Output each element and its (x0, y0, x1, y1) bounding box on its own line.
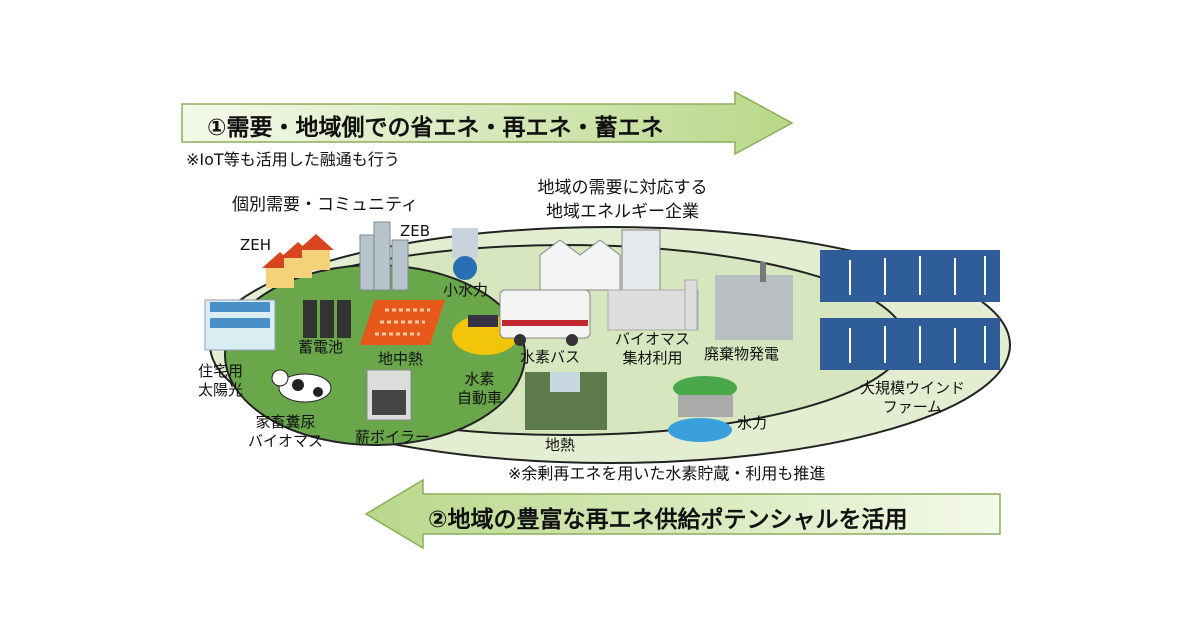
bottom-arrow-shape (364, 478, 1001, 550)
label-ground-heat: 地中熱 (378, 350, 424, 368)
label-biomass: バイオマス 集材利用 (615, 330, 690, 368)
label-zeh: ZEH (240, 236, 272, 254)
label-wind-farm: 大規模ウインド ファーム (860, 379, 965, 417)
community-heading: 個別需要・コミュニティ (232, 195, 418, 215)
wood-boiler-icon (366, 369, 412, 421)
label-wind-line2: ファーム (882, 398, 943, 416)
wind-farm-icon (820, 250, 1000, 370)
label-solar-line1: 住宅用 (198, 362, 244, 380)
ground-heat-icon (360, 300, 445, 345)
label-geothermal: 地熱 (545, 436, 576, 454)
enterprise-heading-line1: 地域の需要に対応する (537, 178, 708, 198)
label-livestock-line1: 家畜糞尿 (255, 413, 316, 431)
label-wood-boiler: 薪ボイラー (355, 428, 431, 446)
zeb-buildings-icon (359, 221, 409, 291)
top-note: ※IoT等も活用した融通も行う (186, 150, 400, 169)
bottom-note: ※余剰再エネを用いた水素貯蔵・利用も推進 (508, 464, 826, 483)
cow-icon (271, 369, 332, 403)
label-waste-power: 廃棄物発電 (704, 345, 780, 363)
waste-power-plant-icon (715, 262, 793, 340)
label-hydrogen-car-line1: 水素 (464, 370, 495, 388)
label-hydrogen-car: 水素 自動車 (457, 370, 502, 408)
top-arrow-shape (181, 90, 794, 156)
label-livestock: 家畜糞尿 バイオマス (248, 413, 323, 451)
biomass-plant-icon (607, 279, 699, 331)
bottom-arrow-label: ②地域の豊富な再エネ供給ポテンシャルを活用 (428, 507, 908, 533)
label-biomass-line1: バイオマス (615, 330, 691, 348)
energy-company-building-icon (539, 229, 661, 291)
label-wind-line1: 大規模ウインド (860, 379, 966, 397)
label-small-hydro: 小水力 (443, 281, 489, 299)
zeh-houses-icon (262, 234, 334, 288)
label-livestock-line2: バイオマス (248, 432, 324, 450)
label-biomass-line2: 集材利用 (622, 349, 683, 367)
label-hydrogen-car-line2: 自動車 (457, 389, 503, 407)
label-battery: 蓄電池 (298, 338, 344, 356)
top-arrow-label: ①需要・地域側での省エネ・再エネ・蓄エネ (207, 115, 664, 141)
geothermal-photo (525, 372, 607, 430)
hydro-dam-icon (668, 376, 737, 442)
enterprise-heading: 地域の需要に対応する 地域エネルギー企業 (505, 176, 740, 224)
small-hydro-icon (452, 228, 478, 280)
solar-house-icon (204, 299, 276, 351)
label-zeb: ZEB (400, 222, 431, 240)
battery-icon (303, 300, 351, 338)
label-hydrogen-bus: 水素バス (520, 348, 581, 366)
label-hydro: 水力 (737, 414, 768, 432)
label-solar-line2: 太陽光 (198, 381, 244, 399)
enterprise-heading-line2: 地域エネルギー企業 (546, 202, 699, 222)
label-solar: 住宅用 太陽光 (198, 362, 243, 400)
hydrogen-bus-icon (499, 289, 591, 346)
